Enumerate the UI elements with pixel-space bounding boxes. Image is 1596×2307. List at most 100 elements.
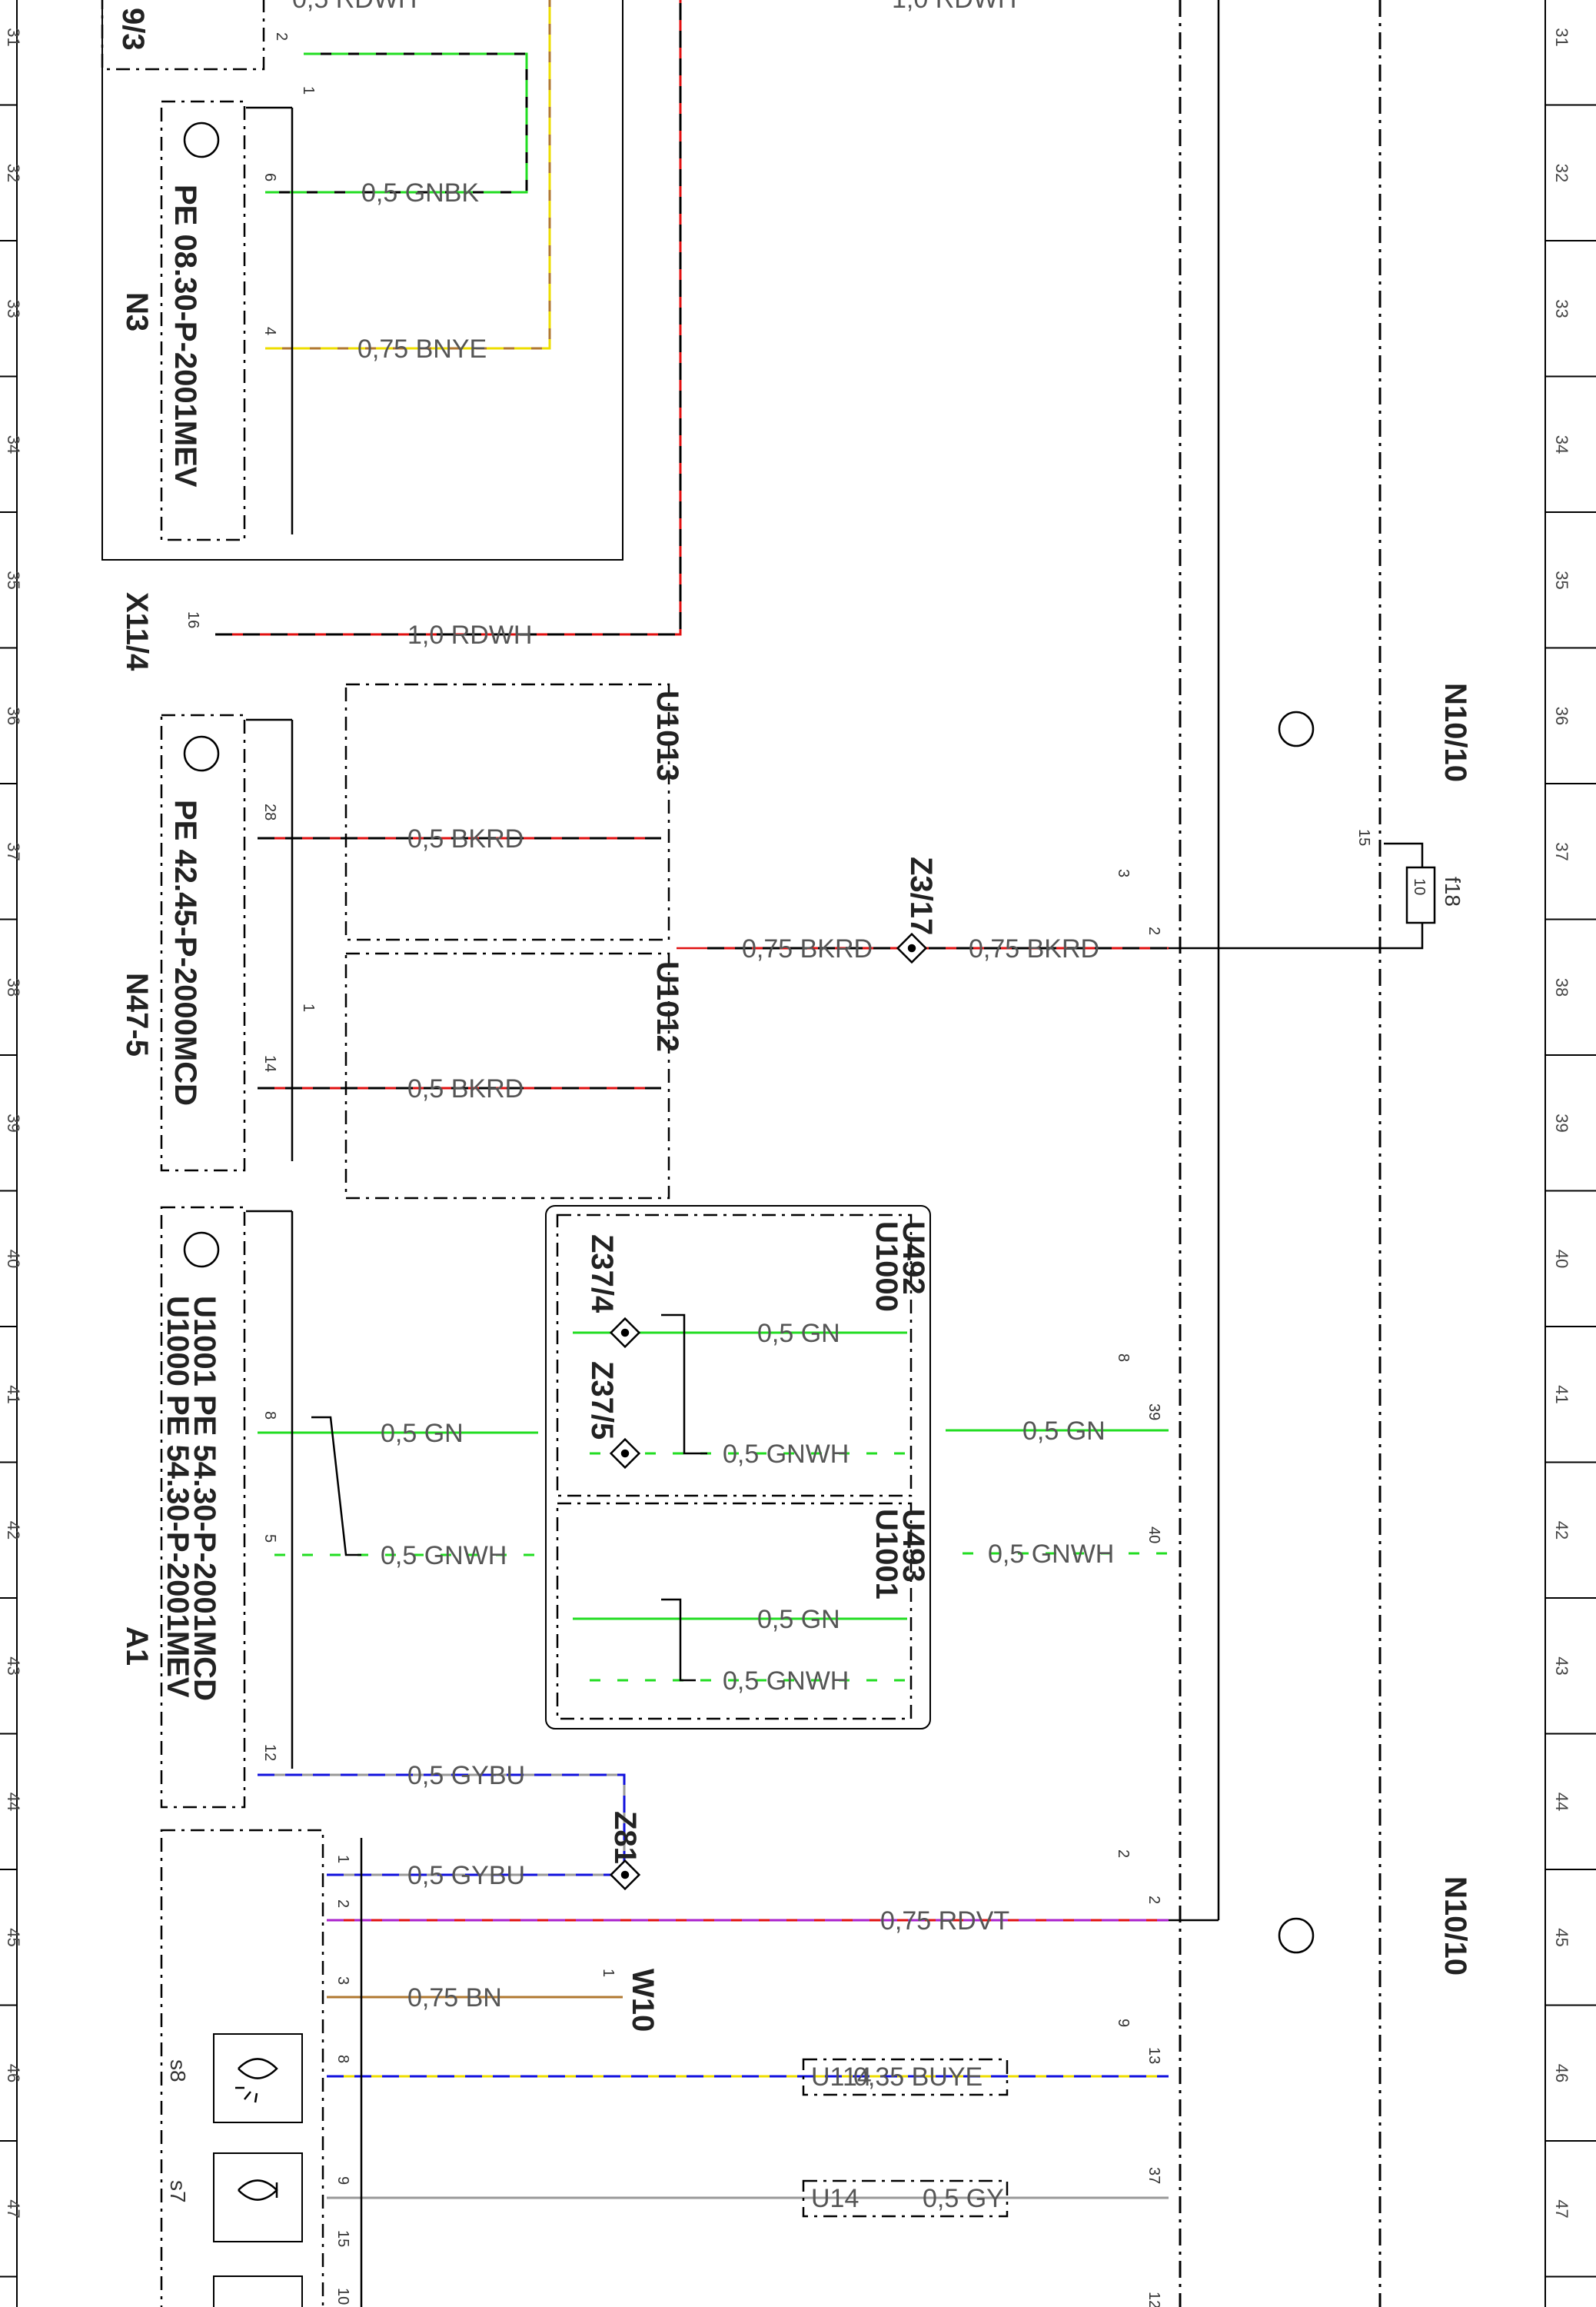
pin-number: 37 (1145, 2167, 1162, 2184)
pin-number: 5 (261, 1534, 278, 1543)
grid-number: 38 (4, 978, 23, 997)
box-u492 (556, 1213, 913, 1497)
ecu-icon-a1 (183, 1231, 220, 1268)
pin-number: 8 (261, 1411, 278, 1420)
fuse-rating: 10 (1411, 878, 1428, 895)
component-refs: 9/3 N3 PE 08.30-P-2001MEV X11/4 N47-5 PE… (116, 8, 1472, 2203)
splices (609, 932, 928, 1891)
ref-x11-4: X11/4 (120, 592, 154, 671)
grid-number: 46 (4, 2064, 23, 2082)
wire-label: 0,5 GN (1022, 1416, 1106, 1446)
fog-light-front-icon (235, 2058, 278, 2103)
grid-number: 33 (4, 299, 23, 318)
pin-number: 16 (185, 611, 201, 628)
box-switches (160, 1829, 324, 2307)
ref-u1001: U1001 (869, 1509, 903, 1600)
wire-label: 0,75 BKRD (742, 934, 873, 964)
pin-number: 1 (600, 1969, 617, 1977)
wire-label: 0,5 BKRD (407, 1074, 524, 1104)
ecu-icon-n10-top (1278, 711, 1315, 747)
box-a1 (160, 1206, 246, 1809)
pin-number: 2 (1145, 927, 1162, 935)
ecu-icon-n47 (183, 735, 220, 772)
grid-number: 35 (4, 571, 23, 589)
fog-light-rear-icon (238, 2179, 278, 2201)
grid-number: 32 (1552, 164, 1571, 182)
pin-number: 1 (300, 86, 317, 95)
ref-u1013: U1013 (650, 691, 684, 781)
wire-label: 0,5 GYBU (407, 1861, 525, 1890)
pin-number: 12 (1145, 2292, 1162, 2307)
grid-number: 36 (1552, 707, 1571, 725)
pin-number: 40 (1145, 1526, 1162, 1543)
wire-label: 0,75 RDVT (880, 1906, 1009, 1936)
grid-number: 31 (4, 28, 23, 46)
wire-label: 1,0 RDWH (892, 0, 1016, 14)
wires (215, 0, 1169, 2199)
ref-w10: W10 (626, 1969, 660, 2032)
pe-a1-u1001: U1001 PE 54.30-P-2001MCD (188, 1296, 221, 1701)
ref-n10-10-top: N10/10 (1438, 683, 1472, 782)
pin-number: 14 (261, 1055, 278, 1072)
pin-number: 9 (1115, 2019, 1132, 2027)
pin-number: 2 (334, 1899, 351, 1908)
ref-9-3: 9/3 (116, 8, 150, 51)
ref-n10-10-bottom: N10/10 (1438, 1876, 1472, 1976)
pin-numbers: 2 1 6 4 16 28 14 1 8 5 12 1 2 3 8 9 15 1… (185, 32, 1428, 2307)
ref-u493: U493 (896, 1509, 930, 1583)
ref-u1000: U1000 (869, 1221, 903, 1312)
grid-number: 47 (4, 2199, 23, 2218)
grid-number: 44 (4, 1793, 23, 1811)
grid-number: 38 (1552, 978, 1571, 997)
grid-number: 37 (1552, 842, 1571, 861)
ref-n3: N3 (120, 292, 154, 331)
grid-number: 44 (1552, 1793, 1571, 1811)
grid-number: 42 (1552, 1521, 1571, 1540)
pin-number: 2 (1115, 1849, 1132, 1858)
grid-number: 40 (1552, 1250, 1571, 1268)
wire-label: 0,5 GNWH (988, 1540, 1114, 1569)
wire-label: 0,5 GNWH (381, 1541, 507, 1570)
pin-number: 9 (334, 2176, 351, 2185)
box-u1013 (344, 683, 670, 941)
pin-number: 13 (1145, 2047, 1162, 2064)
ref-z37-4: Z37/4 (585, 1234, 619, 1313)
pin-number: 4 (261, 327, 278, 335)
pin-number: 2 (273, 32, 290, 41)
grid-number: 34 (1552, 435, 1571, 454)
box-n3 (160, 100, 246, 541)
pin-number: 12 (261, 1744, 278, 1761)
grid-number: 43 (4, 1656, 23, 1675)
grid-number: 32 (4, 164, 23, 182)
wire-label: 0,5 GYBU (407, 1761, 525, 1790)
wire-label: 0,5 GY (923, 2184, 1004, 2213)
pin-number: 3 (1115, 869, 1132, 877)
wire-label: 0,5 GNWH (723, 1440, 849, 1469)
pin-number: 28 (261, 804, 278, 821)
u114-label: U114 (811, 2062, 872, 2092)
wire-labels: 0,5 RDWH 1,0 RDWH 0,5 GNBK 0,75 BNYE 1,0… (292, 0, 1114, 2213)
box-u114 (802, 2058, 1009, 2096)
grid-number: 33 (1552, 299, 1571, 318)
ref-a1: A1 (120, 1626, 154, 1666)
ref-z37-5: Z37/5 (585, 1361, 619, 1440)
grid-number: 45 (1552, 1928, 1571, 1946)
grid-number: 41 (4, 1385, 23, 1403)
ecu-symbols (183, 122, 1315, 1954)
pe-n47-5: PE 42.45-P-2000MCD (168, 800, 202, 1106)
grid-number: 36 (4, 707, 23, 725)
ref-s8: s8 (166, 2059, 190, 2082)
wire-label: 0,5 GN (381, 1419, 464, 1448)
pin-number: 8 (334, 2055, 351, 2063)
pe-a1-u1000: U1000 PE 54.30-P-2001MEV (161, 1296, 195, 1698)
pin-number: 15 (334, 2230, 351, 2247)
wire-label: 1,0 RDWH (407, 621, 532, 650)
grid-number: 46 (1552, 2064, 1571, 2082)
component-boxes (101, 0, 1436, 2307)
grid-number: 47 (1552, 2199, 1571, 2218)
pin-number: 2 (1145, 1896, 1162, 1904)
grid-number: 43 (1552, 1656, 1571, 1675)
box-u493 (556, 1502, 913, 1720)
wire-label: 0,75 BNYE (357, 335, 487, 364)
